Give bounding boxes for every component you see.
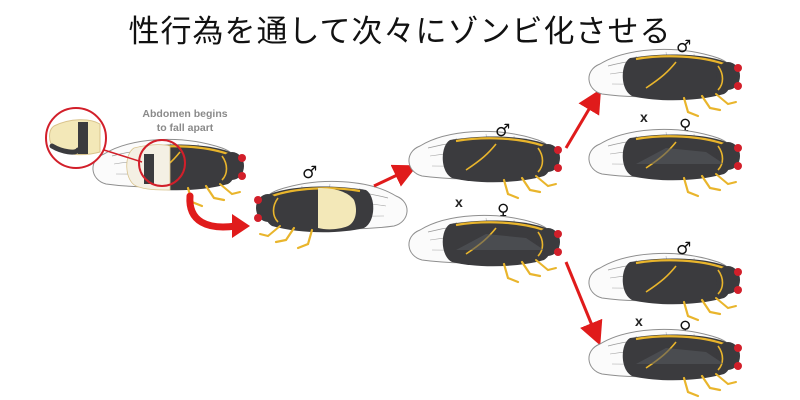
cross-symbol-1: x [455, 194, 463, 210]
cross-symbol-lower: x [635, 313, 643, 329]
diagram-title: 性行為を通して次々にゾンビ化させる [128, 14, 672, 50]
curved-arrow-head [232, 214, 250, 238]
male-symbol-upper: ♂ [676, 37, 691, 57]
zoom-connector-line [103, 149, 143, 163]
annotation-line-2: to fall apart [157, 122, 214, 134]
female-cicada-lower [587, 328, 744, 398]
abdomen-zoom-inset [45, 107, 107, 169]
cross-symbol-upper: x [640, 109, 648, 125]
female-cicada-pair1 [407, 214, 564, 284]
annotation-line-1: Abdomen begins [142, 108, 227, 120]
infected-cicada [91, 138, 248, 208]
male-cicada-stage-1 [252, 180, 409, 250]
male-cicada-pair1 [407, 130, 564, 200]
male-symbol-2: ♂ [495, 121, 510, 141]
arrow-branch-down [564, 261, 603, 346]
female-cicada-upper [587, 128, 744, 198]
abdomen-highlight-circle [138, 139, 186, 187]
male-symbol-1: ♂ [302, 163, 317, 183]
male-cicada-upper [587, 48, 744, 118]
arrow-branch-up [564, 88, 602, 149]
male-cicada-lower [587, 252, 744, 322]
arrow-to-pair-1 [373, 164, 418, 188]
curved-arrow [186, 192, 240, 231]
male-symbol-lower: ♂ [676, 239, 691, 259]
